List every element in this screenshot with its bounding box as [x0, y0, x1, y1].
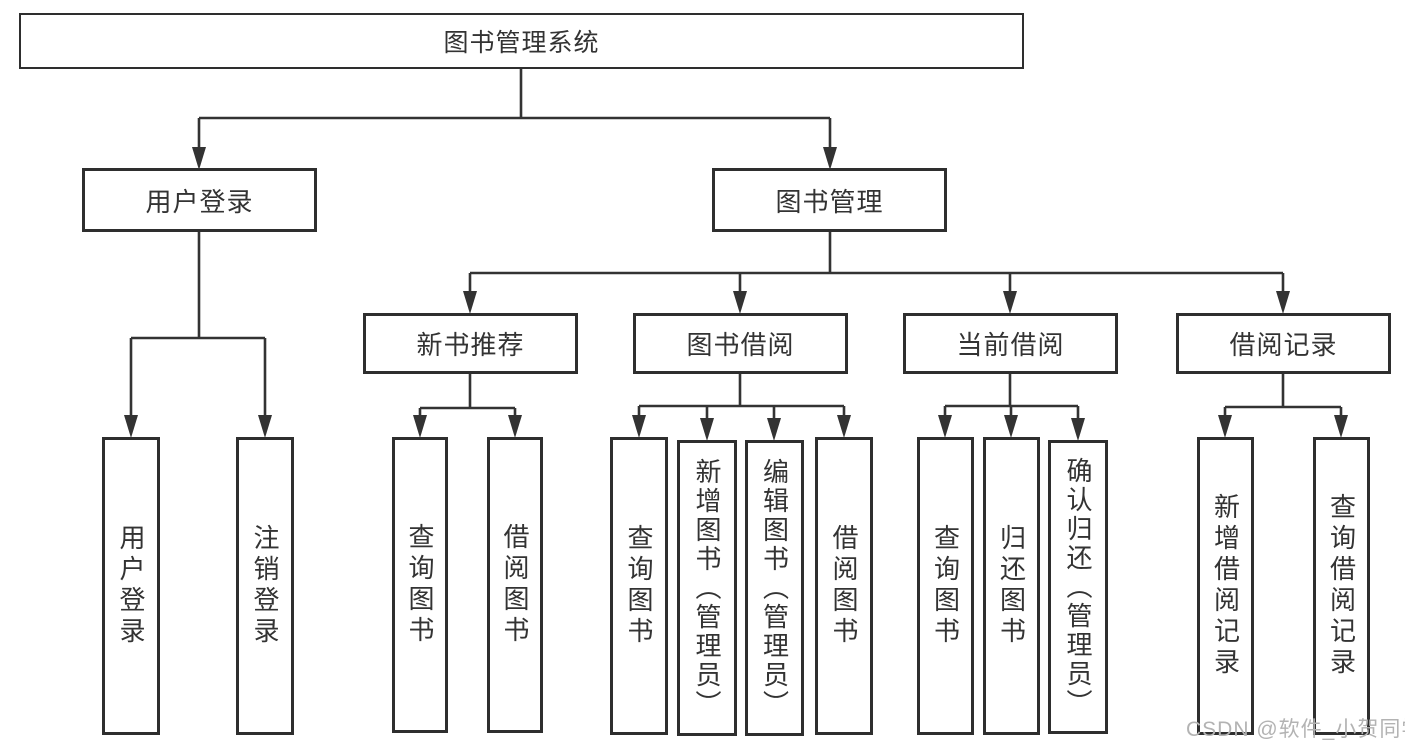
node-user-login: 用户登录 [82, 168, 317, 232]
leaf-current-confirm-return-admin: 确认归还（管理员） [1048, 440, 1108, 734]
leaf-user-login-label: 用户登录 [116, 524, 146, 648]
node-book-management: 图书管理 [712, 168, 947, 232]
leaf-logout-label: 注销登录 [250, 524, 280, 648]
node-root-label: 图书管理系统 [443, 29, 600, 57]
node-book-management-label: 图书管理 [775, 186, 884, 217]
leaf-current-return-book-label: 归还图书 [996, 524, 1027, 648]
leaf-recommend-borrow-book: 借阅图书 [487, 437, 543, 733]
node-book-borrow: 图书借阅 [633, 313, 848, 374]
leaf-recommend-query-book: 查询图书 [392, 437, 448, 733]
node-new-book-recommend: 新书推荐 [363, 313, 578, 374]
leaf-recommend-query-book-label: 查询图书 [405, 523, 435, 647]
leaf-record-add-record-label: 新增借阅记录 [1210, 493, 1241, 679]
leaf-logout: 注销登录 [236, 437, 294, 735]
leaf-borrow-query-book-label: 查询图书 [624, 524, 654, 648]
leaf-record-query-record-label: 查询借阅记录 [1326, 493, 1357, 679]
leaf-current-confirm-return-admin-label: 确认归还（管理员） [1063, 456, 1093, 718]
leaf-current-query-book: 查询图书 [917, 437, 974, 735]
node-new-book-recommend-label: 新书推荐 [416, 330, 525, 360]
node-borrow-record: 借阅记录 [1176, 313, 1391, 374]
node-user-login-label: 用户登录 [145, 186, 254, 217]
leaf-borrow-edit-book-admin-label: 编辑图书（管理员） [759, 457, 790, 719]
leaf-borrow-borrow-book-label: 借阅图书 [829, 524, 859, 648]
leaf-current-return-book: 归还图书 [983, 437, 1040, 735]
node-current-borrow-label: 当前借阅 [956, 330, 1065, 360]
leaf-borrow-borrow-book: 借阅图书 [815, 437, 873, 735]
node-book-borrow-label: 图书借阅 [686, 330, 795, 360]
leaf-record-query-record: 查询借阅记录 [1313, 437, 1370, 735]
node-current-borrow: 当前借阅 [903, 313, 1118, 374]
leaf-current-query-book-label: 查询图书 [930, 524, 961, 648]
leaf-borrow-add-book-admin: 新增图书（管理员） [677, 440, 737, 736]
node-borrow-record-label: 借阅记录 [1229, 330, 1338, 360]
watermark: CSDN @软件_小贺同学 [1186, 718, 1405, 741]
leaf-user-login: 用户登录 [102, 437, 160, 735]
leaf-borrow-add-book-admin-label: 新增图书（管理员） [692, 457, 722, 719]
node-root: 图书管理系统 [19, 13, 1024, 69]
leaf-record-add-record: 新增借阅记录 [1197, 437, 1254, 735]
leaf-borrow-query-book: 查询图书 [610, 437, 668, 735]
leaf-borrow-edit-book-admin: 编辑图书（管理员） [745, 440, 804, 736]
leaf-recommend-borrow-book-label: 借阅图书 [500, 523, 530, 647]
